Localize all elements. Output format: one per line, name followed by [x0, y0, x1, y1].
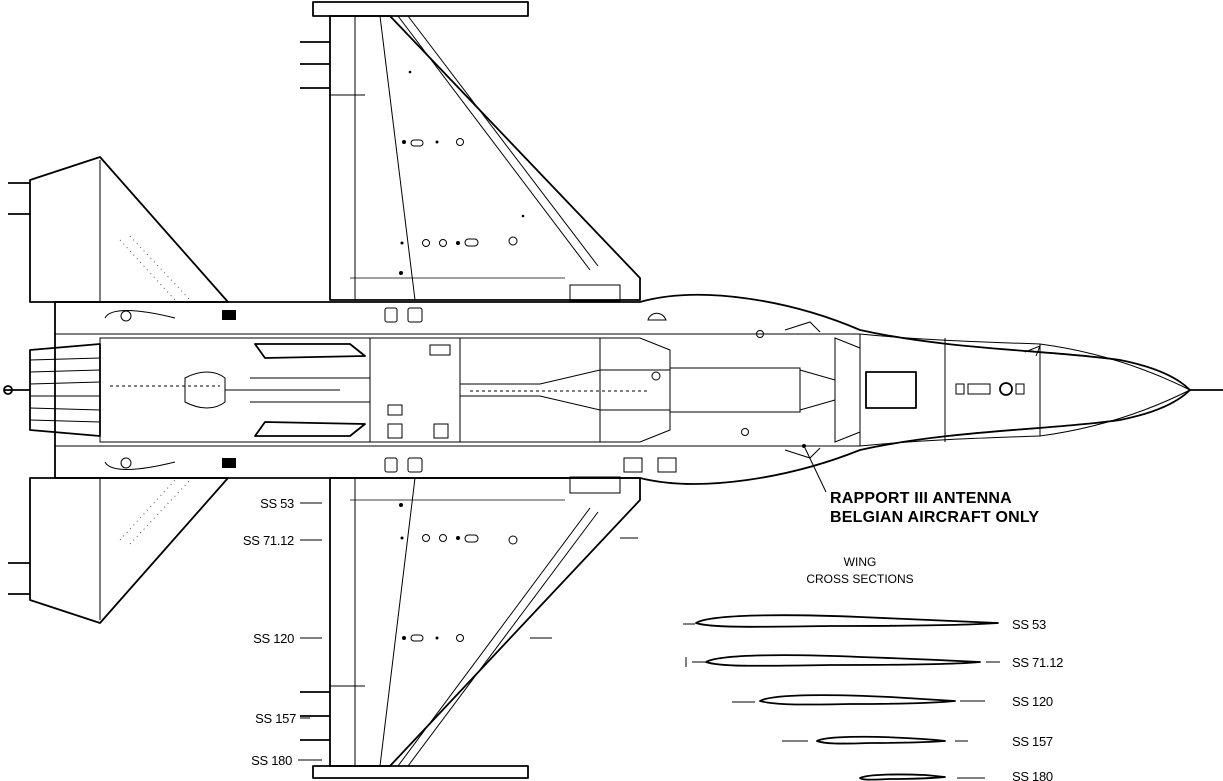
station-label-ss53: SS 53: [260, 496, 294, 511]
antenna-callout-line2: BELGIAN AIRCRAFT ONLY: [830, 509, 1039, 526]
airfoil-ss180: [859, 773, 985, 781]
airfoil-ss71: [685, 654, 1000, 667]
station-label-ss71: SS 71.12: [243, 533, 294, 548]
upper-horizontal-tail: [8, 156, 229, 303]
sections-title-line1: WING: [844, 555, 877, 569]
sections-title-line2: CROSS SECTIONS: [806, 572, 913, 586]
station-ticks: [298, 502, 322, 761]
station-label-ss180: SS 180: [251, 753, 292, 768]
antenna-leader-line: [804, 447, 827, 493]
section-label-ss180: SS 180: [1012, 769, 1053, 781]
antenna-location: [802, 444, 806, 448]
section-label-ss157: SS 157: [1012, 734, 1053, 749]
airfoil-ss157: [782, 735, 968, 745]
airfoil-ss120: [732, 694, 985, 706]
section-label-ss53: SS 53: [1012, 617, 1046, 632]
station-label-ss157: SS 157: [255, 711, 296, 726]
lower-horizontal-tail: [8, 477, 229, 624]
airfoil-sections: [683, 614, 1000, 781]
station-label-ss120: SS 120: [253, 631, 294, 646]
section-label-ss120: SS 120: [1012, 694, 1053, 709]
section-label-ss71: SS 71.12: [1012, 655, 1063, 670]
engine-nozzle: [3, 343, 101, 437]
lower-wing: [300, 477, 641, 779]
antenna-callout-line1: RAPPORT III ANTENNA: [830, 490, 1012, 507]
upper-wing: [300, 1, 641, 301]
fuselage: [54, 284, 1223, 494]
airfoil-ss53: [683, 614, 999, 628]
